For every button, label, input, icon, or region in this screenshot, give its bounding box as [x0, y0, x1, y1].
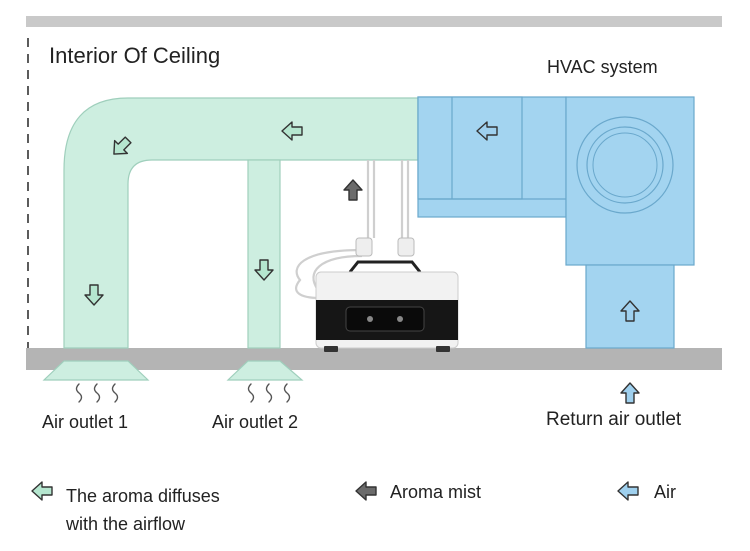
- legend-aroma-mist: Aroma mist: [390, 482, 482, 502]
- supply-duct-branch: [247, 159, 281, 349]
- aroma-diffuser-machine: [315, 237, 459, 352]
- air-outlet-1-diffuser: [42, 360, 150, 381]
- mist-tubes: [295, 160, 410, 300]
- air-outlet-2-label: Air outlet 2: [212, 412, 299, 432]
- scent-waves-outlet-2: [247, 383, 291, 403]
- air-outlet-2-diffuser: [226, 360, 304, 381]
- blue-arrow-icon: [617, 481, 639, 501]
- legend-aroma-diffuses-line-1: The aroma diffuses: [66, 486, 220, 506]
- ceiling-top-bar: [26, 16, 722, 27]
- legend-aroma-diffuses-line-2: with the airflow: [66, 514, 186, 534]
- blue-arrow-icon: [620, 382, 640, 404]
- gray-arrow-icon: [343, 179, 363, 201]
- diagram-title: Interior Of Ceiling: [49, 43, 221, 68]
- green-arrow-icon: [31, 481, 53, 501]
- air-outlet-1-label: Air outlet 1: [42, 412, 129, 432]
- mist-flow-arrow: [343, 179, 363, 201]
- supply-duct: [63, 97, 419, 349]
- hvac-system-label: HVAC system: [547, 57, 658, 77]
- gray-arrow-icon: [355, 481, 377, 501]
- return-air-outlet-label: Return air outlet: [546, 409, 682, 430]
- ceiling-floor-bar: [26, 348, 722, 370]
- machine-display: [345, 306, 425, 332]
- legend-aroma-diffuses: The aroma diffuses with the airflow: [66, 482, 220, 538]
- legend-air: Air: [654, 482, 676, 502]
- scent-waves-outlet-1: [75, 383, 119, 403]
- machine-handle: [348, 260, 422, 273]
- hvac-unit: [417, 96, 695, 349]
